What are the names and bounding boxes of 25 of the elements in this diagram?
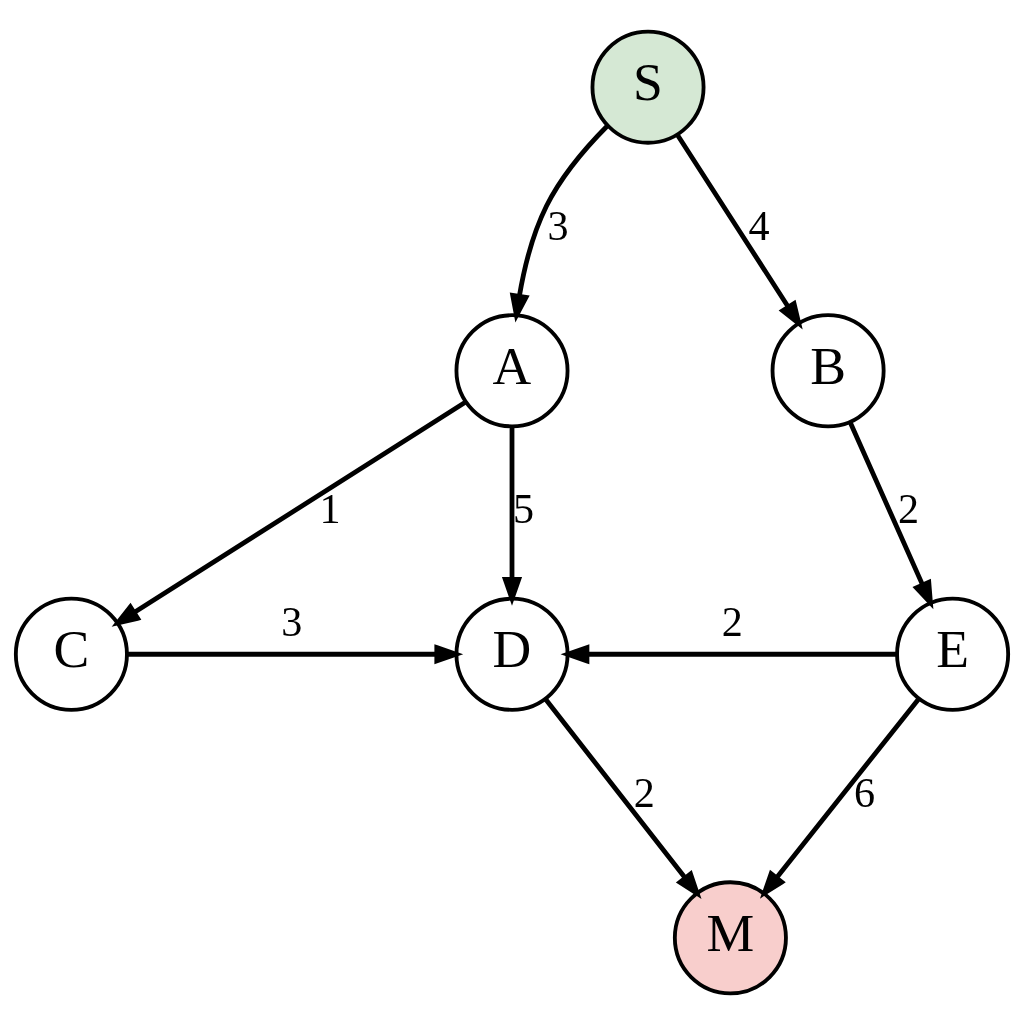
node-circle: B (770, 312, 886, 428)
arrow (847, 420, 934, 609)
edge-label: 1 (319, 484, 341, 532)
node-circle: C (13, 596, 129, 712)
arrow (675, 132, 803, 329)
node-circle: A (454, 312, 570, 428)
node-circle: D (454, 596, 570, 712)
edge-label: 3 (281, 597, 303, 645)
arrow (560, 643, 897, 664)
arrow (501, 426, 523, 606)
edge-label: 6 (853, 768, 876, 816)
node-circle: E (895, 596, 1011, 712)
edge-label: 3 (547, 201, 569, 249)
arrow (509, 123, 610, 322)
arrow (127, 643, 464, 664)
edge-label: 2 (633, 768, 655, 816)
node-circle: M (672, 879, 788, 995)
edge-label: 2 (721, 597, 743, 645)
arrow (759, 696, 921, 899)
edge-label: 4 (748, 201, 770, 249)
edge-label: 5 (512, 484, 535, 532)
edge-label: 2 (898, 484, 920, 532)
arrow (543, 697, 702, 899)
arrow (111, 399, 467, 627)
node-circle: S (590, 29, 706, 145)
